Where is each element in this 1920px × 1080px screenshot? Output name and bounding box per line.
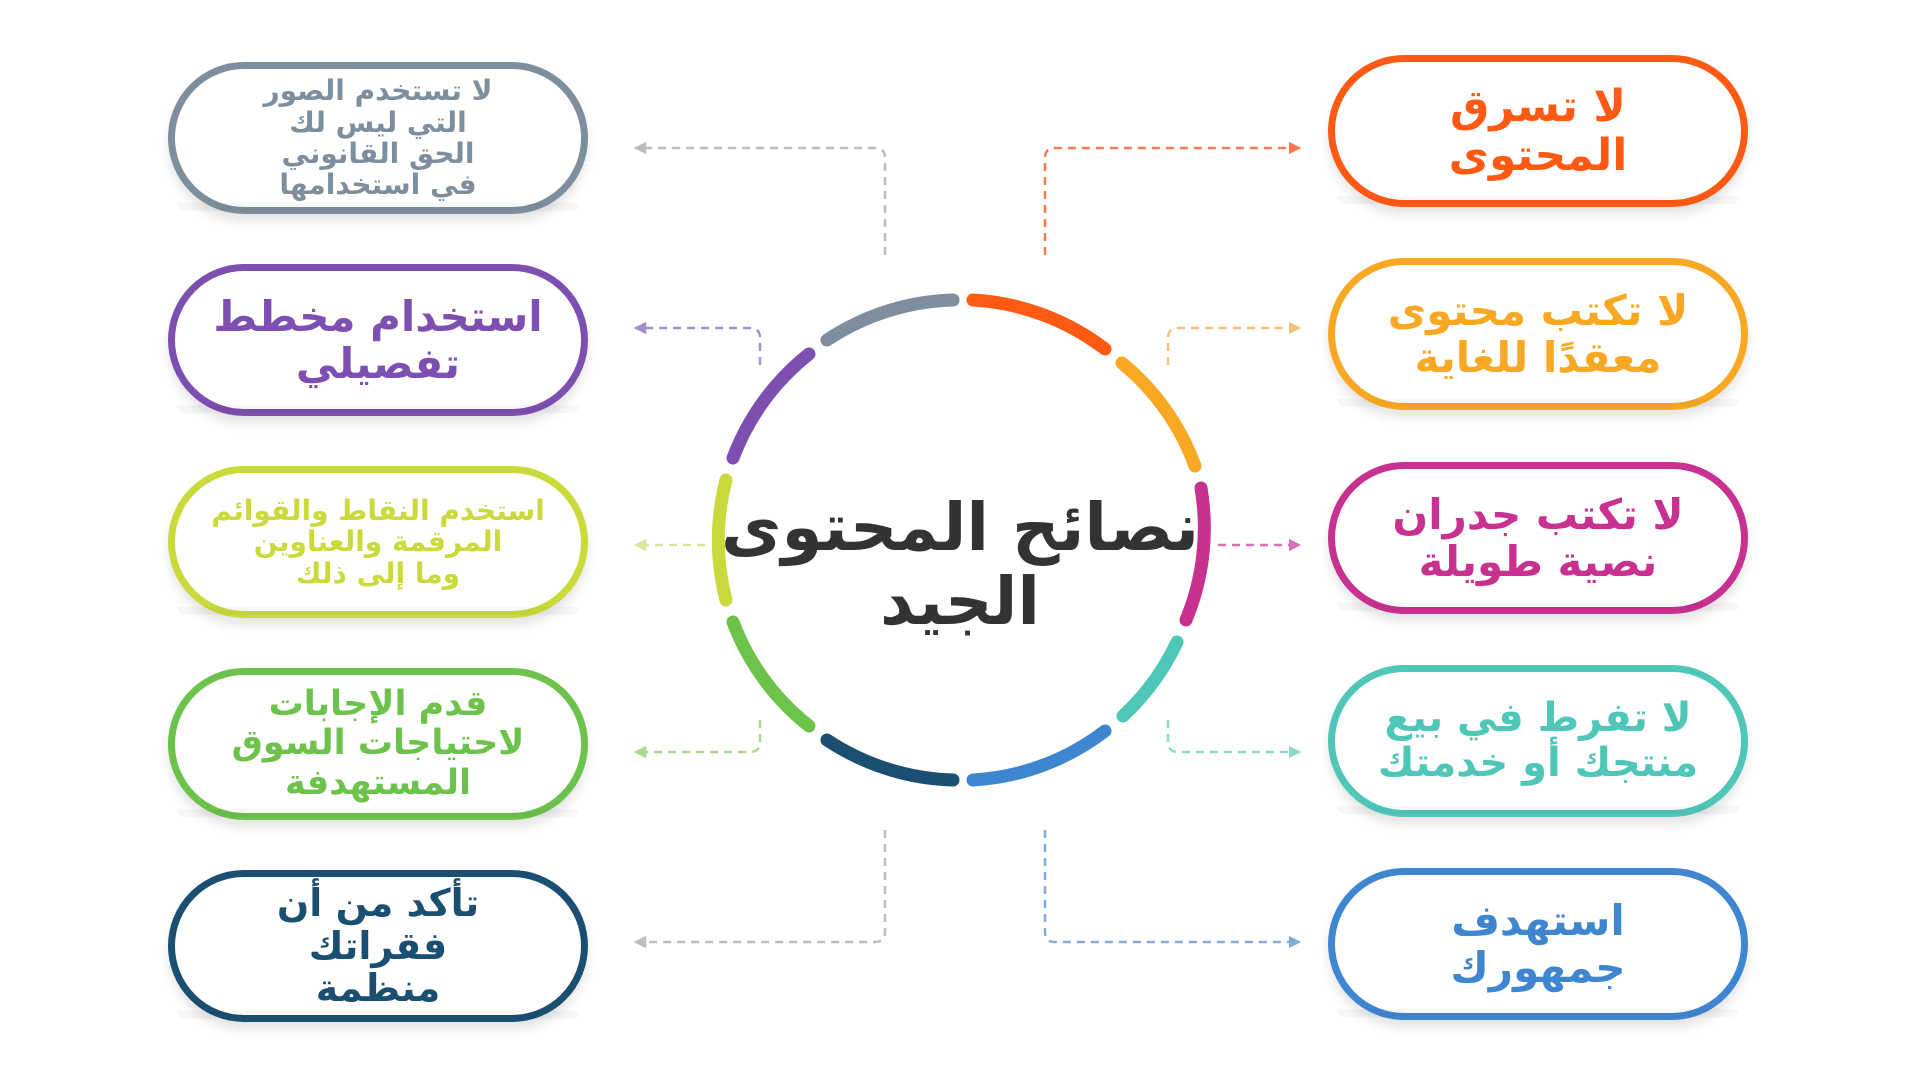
tip-right-4-text: لا تفرط في بيع منتجك أو خدمتك xyxy=(1377,695,1699,786)
ring-segment-purple xyxy=(726,347,816,465)
ring-segment-green xyxy=(726,615,816,733)
tip-right-3: لا تكتب جدران نصية طويلة xyxy=(1328,462,1748,614)
central-title: نصائح المحتوى الجيد xyxy=(690,485,1230,645)
tip-left-4: قدم الإجابات لاحتياجات السوق المستهدفة xyxy=(168,668,588,820)
tip-left-2-text: استخدام مخطط تفصيلي xyxy=(213,291,543,388)
tip-left-4-text: قدم الإجابات لاحتياجات السوق المستهدفة xyxy=(231,684,525,803)
ring-segment-teal xyxy=(1116,635,1184,723)
tip-left-5: تأكد من أن فقراتك منظمة xyxy=(168,870,588,1022)
tip-right-2-text: لا تكتب محتوى معقدًا للغاية xyxy=(1387,285,1689,382)
connector-right-5 xyxy=(1043,830,1302,949)
tip-left-2: استخدام مخطط تفصيلي xyxy=(168,264,588,416)
tip-left-3: استخدم النقاط والقوائم المرقمة والعناوين… xyxy=(168,466,588,618)
connector-right-1 xyxy=(1043,141,1302,255)
ring-segment-slate xyxy=(820,293,960,347)
connector-right-2 xyxy=(1166,321,1302,365)
connector-left-4 xyxy=(633,720,762,759)
central-title-text: نصائح المحتوى الجيد xyxy=(721,489,1199,640)
ring-segment-lime xyxy=(711,473,733,607)
ring-segment-orange xyxy=(966,293,1112,356)
tip-right-1: لا تسرق المحتوى xyxy=(1328,55,1748,207)
ring-segment-magenta xyxy=(1179,481,1211,627)
tip-right-3-text: لا تكتب جدران نصية طويلة xyxy=(1392,489,1684,586)
connector-right-4 xyxy=(1166,720,1302,759)
tip-right-5-text: استهدف جمهورك xyxy=(1450,895,1626,992)
ring-segment-blue xyxy=(966,724,1112,787)
tip-left-5-text: تأكد من أن فقراتك منظمة xyxy=(276,881,480,1011)
tip-left-3-text: استخدم النقاط والقوائم المرقمة والعناوين… xyxy=(211,493,545,590)
tip-right-5: استهدف جمهورك xyxy=(1328,868,1748,1020)
tip-left-1: لا تستخدم الصور التي ليس لك الحق القانون… xyxy=(168,62,588,214)
ring-segment-navy xyxy=(820,733,960,787)
tip-right-1-text: لا تسرق المحتوى xyxy=(1448,80,1628,181)
connector-left-2 xyxy=(633,321,762,365)
connector-left-5 xyxy=(633,830,887,949)
tip-right-4: لا تفرط في بيع منتجك أو خدمتك xyxy=(1328,665,1748,817)
ring-segment-amber xyxy=(1115,356,1202,473)
central-ring xyxy=(711,293,1211,787)
tip-left-1-text: لا تستخدم الصور التي ليس لك الحق القانون… xyxy=(263,74,493,202)
tip-right-2: لا تكتب محتوى معقدًا للغاية xyxy=(1328,258,1748,410)
connector-left-1 xyxy=(633,141,887,255)
